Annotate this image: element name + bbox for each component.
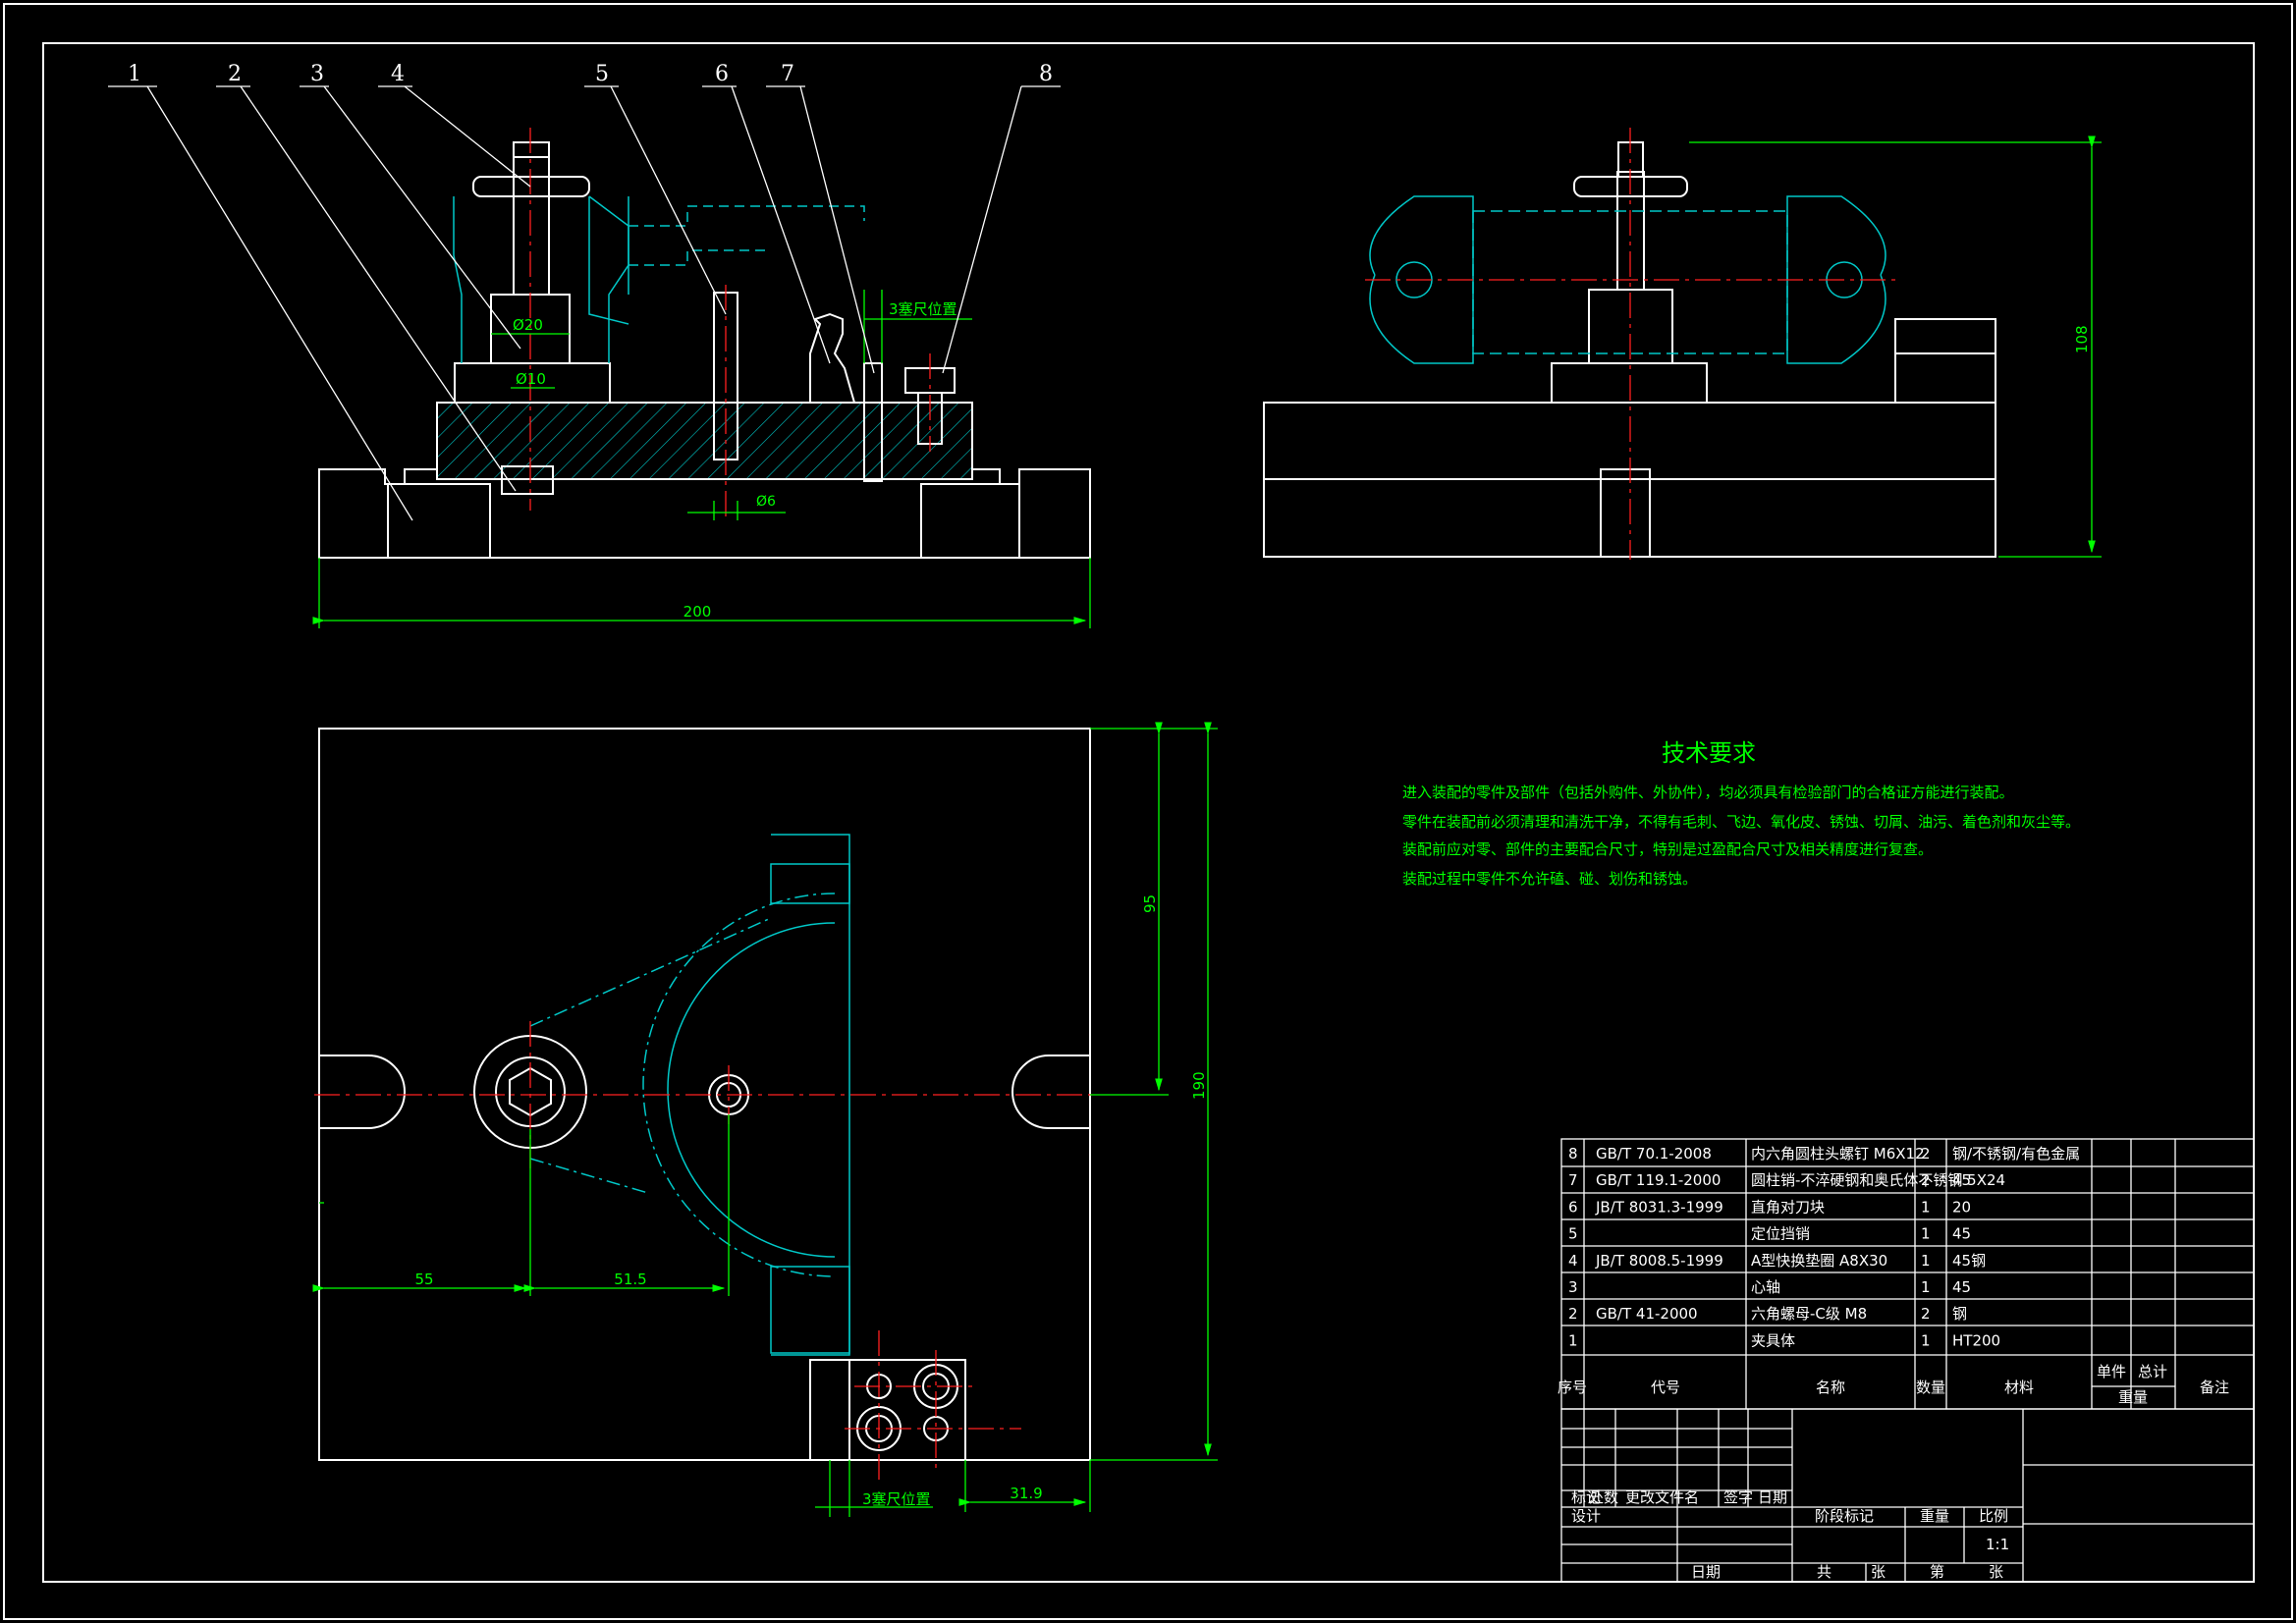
bom-header-qty: 数量 xyxy=(1916,1379,1945,1396)
bom-header-name: 名称 xyxy=(1816,1379,1845,1396)
bom-cell-code: JB/T 8008.5-1999 xyxy=(1595,1252,1723,1270)
bom-cell-mat: 钢 xyxy=(1952,1305,1967,1323)
tb-mark: 标记 xyxy=(1571,1488,1601,1506)
balloon-8: 8 xyxy=(1039,62,1053,86)
tb-approve-date: 日期 xyxy=(1691,1563,1721,1581)
tech-line-4: 装配过程中零件不允许磕、碰、划伤和锈蚀。 xyxy=(1402,870,1697,888)
bom-cell-qty: 1 xyxy=(1921,1225,1931,1243)
bom-cell-qty: 1 xyxy=(1921,1331,1931,1349)
bom-cell-no: 8 xyxy=(1568,1145,1578,1163)
bom-cell-mat: 45 xyxy=(1952,1225,1971,1243)
bom-cell-name: 心轴 xyxy=(1751,1278,1780,1296)
bom-row-lines xyxy=(1561,1165,2254,1387)
tech-line-1: 进入装配的零件及部件（包括外购件、外协件），均必须具有检验部门的合格证方能进行装… xyxy=(1402,784,2014,801)
tb-stage: 阶段标记 xyxy=(1815,1507,1874,1525)
tb-file: 更改文件名 xyxy=(1625,1488,1699,1506)
side-view: 108 xyxy=(1263,128,2102,560)
balloon-6: 6 xyxy=(715,62,729,86)
bom-cell-no: 6 xyxy=(1568,1198,1578,1216)
tech-title: 技术要求 xyxy=(1662,739,1756,767)
bom-cell-code: GB/T 70.1-2008 xyxy=(1596,1145,1712,1163)
bom-cell-qty: 2 xyxy=(1921,1305,1931,1323)
bom-cell-name: A型快换垫圈 A8X30 xyxy=(1751,1252,1887,1270)
dim-200: 200 xyxy=(683,603,712,621)
bom-cell-mat: 20 xyxy=(1952,1198,1971,1216)
bom-cell-mat: 45钢 xyxy=(1952,1252,1986,1270)
balloon-4: 4 xyxy=(391,62,405,86)
bom-cell-no: 2 xyxy=(1568,1305,1578,1323)
bom-cell-mat: 45 xyxy=(1952,1278,1971,1296)
balloon-2: 2 xyxy=(228,62,242,86)
tb-scale-val: 1:1 xyxy=(1986,1536,2009,1553)
plan-view: 190 95 55 51.5 31.9 3塞尺位置 xyxy=(312,722,1218,1517)
bom-cell-name: 六角螺母-C级 M8 xyxy=(1751,1305,1867,1323)
tech-requirements: 技术要求 进入装配的零件及部件（包括外购件、外协件），均必须具有检验部门的合格证… xyxy=(1402,739,2080,888)
dim-d6: Ø6 xyxy=(756,494,776,510)
bom-header-code: 代号 xyxy=(1651,1379,1680,1396)
bom-header-total: 总计 xyxy=(2138,1363,2167,1380)
bom-cell-no: 5 xyxy=(1568,1225,1578,1243)
bom-cell-name: 直角对刀块 xyxy=(1751,1198,1825,1216)
tb-design: 设计 xyxy=(1571,1507,1601,1525)
front-view: 200 Ø20 Ø10 Ø6 3塞尺位置 1 2 3 4 5 6 7 xyxy=(108,62,1091,628)
dim-d20: Ø20 xyxy=(513,316,543,334)
bom-cell-no: 3 xyxy=(1568,1278,1578,1296)
bom-cell-qty: 2 xyxy=(1921,1145,1931,1163)
dim-190: 190 xyxy=(1190,1071,1208,1100)
bom-cell-qty: 2 xyxy=(1921,1171,1931,1189)
balloon-3: 3 xyxy=(310,62,324,86)
tb-page: 第 xyxy=(1930,1563,1944,1581)
dim-108: 108 xyxy=(2073,325,2091,353)
feeler-label-bottom: 3塞尺位置 xyxy=(862,1490,931,1508)
title-block: 标记 处数 更改文件名 签字 日期 设计 阶段标记 重量 比例 1:1 日期 共… xyxy=(1560,1408,2255,1583)
dim-55: 55 xyxy=(414,1271,433,1288)
bom-header-remark: 备注 xyxy=(2200,1379,2229,1396)
bom-header-no: 序号 xyxy=(1558,1379,1587,1396)
balloon-1: 1 xyxy=(128,62,141,86)
tb-weight: 重量 xyxy=(1920,1507,1949,1525)
tb-date: 日期 xyxy=(1758,1488,1787,1506)
tb-total-sheets: 共 xyxy=(1817,1563,1831,1581)
bom-cell-name: 圆柱销-不淬硬钢和奥氏体不锈钢 5X24 xyxy=(1751,1171,2005,1189)
bom-cell-mat: 钢/不锈钢/有色金属 xyxy=(1952,1145,2080,1163)
bom-cell-code: JB/T 8031.3-1999 xyxy=(1595,1198,1723,1216)
bom-cell-code: GB/T 41-2000 xyxy=(1596,1305,1698,1323)
bom-cell-no: 1 xyxy=(1568,1331,1578,1349)
feeler-label-top: 3塞尺位置 xyxy=(889,300,957,318)
bom-cell-qty: 1 xyxy=(1921,1278,1931,1296)
dim-d10: Ø10 xyxy=(516,370,546,388)
bom-cell-name: 夹具体 xyxy=(1751,1331,1795,1349)
tech-line-2: 零件在装配前必须清理和清洗干净，不得有毛刺、飞边、氧化皮、锈蚀、切屑、油污、着色… xyxy=(1402,813,2080,831)
dim-51-5: 51.5 xyxy=(614,1271,646,1288)
dim-95: 95 xyxy=(1141,894,1159,913)
bom-cell-mat: HT200 xyxy=(1952,1331,2000,1349)
tb-count: 处数 xyxy=(1589,1488,1618,1506)
bom-header-mat: 材料 xyxy=(2004,1379,2034,1396)
inner-border xyxy=(42,42,2255,1583)
tb-sign: 签字 xyxy=(1723,1488,1753,1506)
balloon-7: 7 xyxy=(781,62,794,86)
tb-page-s: 张 xyxy=(1989,1563,2003,1581)
bom-cell-no: 4 xyxy=(1568,1252,1578,1270)
tech-line-3: 装配前应对零、部件的主要配合尺寸，特别是过盈配合尺寸及相关精度进行复查。 xyxy=(1402,840,1933,858)
bom-cell-name: 内六角圆柱头螺钉 M6X12 xyxy=(1751,1145,1925,1163)
tb-scale: 比例 xyxy=(1979,1507,2008,1525)
bom-cell-mat: 45 xyxy=(1952,1171,1971,1189)
outer-border xyxy=(3,3,2293,1620)
bom-cell-code: GB/T 119.1-2000 xyxy=(1596,1171,1721,1189)
bom-cell-qty: 1 xyxy=(1921,1198,1931,1216)
tb-sheet: 张 xyxy=(1871,1563,1886,1581)
bom-cell-name: 定位挡销 xyxy=(1751,1225,1810,1243)
bom-header-weight: 重量 xyxy=(2118,1388,2148,1406)
dim-31-9: 31.9 xyxy=(1010,1485,1042,1502)
balloon-5: 5 xyxy=(595,62,609,86)
bom-cell-no: 7 xyxy=(1568,1171,1578,1189)
bom-cell-qty: 1 xyxy=(1921,1252,1931,1270)
bom-header-single: 单件 xyxy=(2097,1363,2126,1380)
